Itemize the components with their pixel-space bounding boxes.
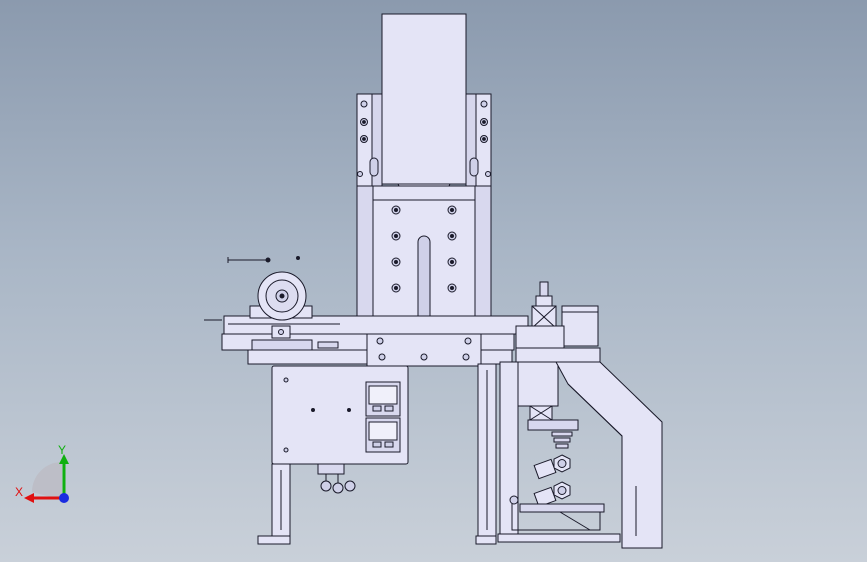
display-meter-lower [365,417,401,453]
lower-arm [497,361,621,543]
z-axis-dot [59,493,69,503]
upper-bracket-right [465,93,492,187]
y-axis-label: Y [58,443,67,457]
leg-left [257,463,291,545]
axis-triad [24,454,69,503]
pulley-wheel [204,256,313,321]
leg-center [475,363,497,545]
clamp-block [515,325,601,407]
discharge-chute [555,361,663,549]
display-meter-upper [365,381,401,417]
motor-housing [381,13,467,193]
air-fittings [317,463,356,494]
feed-cylinder [561,305,599,347]
sensor-block [271,325,291,339]
x-axis-label: X [15,485,24,499]
hex-nut-upper [533,454,571,480]
slide-plate [372,199,476,335]
upper-bracket-left [356,93,383,187]
vertical-adjuster [531,281,557,329]
nozzle-assembly [527,405,579,449]
hex-nut-lower [533,481,571,508]
front-cross-plate [366,333,482,367]
